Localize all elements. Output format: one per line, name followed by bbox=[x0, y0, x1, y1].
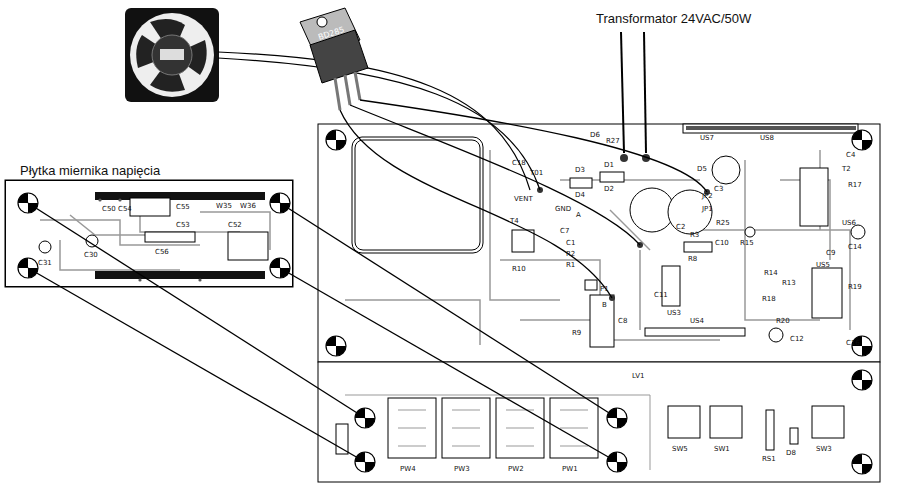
component-label: P1 bbox=[600, 286, 609, 293]
component-label: GND bbox=[555, 206, 571, 213]
component-label: VENT bbox=[514, 196, 533, 203]
component-label: R8 bbox=[688, 256, 697, 263]
component-label: D3 bbox=[575, 167, 585, 174]
component-label: C2 bbox=[676, 224, 685, 231]
component-label: US6 bbox=[842, 220, 856, 227]
component-label: US7 bbox=[700, 135, 714, 142]
component-label: D6 bbox=[590, 132, 600, 139]
transistor-wires bbox=[340, 100, 707, 298]
component-label: RS1 bbox=[762, 456, 776, 463]
component-label: SW5 bbox=[672, 446, 688, 453]
component-label: R15 bbox=[740, 240, 754, 247]
component-label: D2 bbox=[604, 186, 614, 193]
component-label: C54 bbox=[118, 206, 132, 213]
component-label: R13 bbox=[782, 280, 796, 287]
component-label: R20 bbox=[776, 318, 790, 325]
part-marking: BD285 bbox=[317, 26, 345, 42]
transformer-wires bbox=[621, 32, 646, 153]
component-label: PW3 bbox=[454, 466, 470, 473]
component-label: B bbox=[602, 302, 607, 309]
component-label: C55 bbox=[176, 204, 190, 211]
component-label: US5 bbox=[816, 262, 830, 269]
component-label: C4 bbox=[846, 152, 855, 159]
component-label: D8 bbox=[786, 450, 796, 457]
component-label: SW1 bbox=[714, 446, 730, 453]
component-label: SW3 bbox=[816, 446, 832, 453]
component-label: R25 bbox=[716, 220, 730, 227]
component-label: W35 bbox=[216, 203, 232, 210]
component-label: R17 bbox=[848, 182, 862, 189]
part-label: Transformator 24VAC/50W bbox=[596, 12, 751, 25]
component-label: R9 bbox=[572, 330, 581, 337]
component-label: C10 bbox=[715, 240, 729, 247]
component-label: US8 bbox=[760, 135, 774, 142]
component-label: W36 bbox=[240, 203, 256, 210]
component-label: R18 bbox=[762, 296, 776, 303]
component-label: R1 bbox=[566, 262, 575, 269]
voltmeter-board bbox=[5, 180, 293, 287]
component-label: C50 bbox=[102, 206, 116, 213]
mounting-holes bbox=[18, 130, 872, 474]
component-label: JP2 bbox=[702, 193, 713, 200]
fan bbox=[125, 8, 219, 102]
component-label: PW2 bbox=[508, 466, 524, 473]
component-label: C9 bbox=[826, 250, 835, 257]
component-label: A bbox=[576, 212, 581, 219]
component-label: C11 bbox=[654, 292, 668, 299]
component-label: D4 bbox=[575, 192, 585, 199]
component-label: C30 bbox=[84, 252, 98, 259]
component-label: D5 bbox=[697, 166, 707, 173]
component-label: JP1 bbox=[702, 206, 713, 213]
component-label: C52 bbox=[228, 222, 242, 229]
component-label: C56 bbox=[155, 249, 169, 256]
component-label: R14 bbox=[764, 270, 778, 277]
component-label: C53 bbox=[176, 222, 190, 229]
alignment-lines bbox=[28, 203, 617, 462]
component-label: R27 bbox=[606, 138, 620, 145]
component-label: D1 bbox=[604, 162, 614, 169]
component-label: R2 bbox=[566, 251, 575, 258]
component-label: C1 bbox=[566, 240, 575, 247]
component-label: US3 bbox=[667, 310, 681, 317]
component-label: T01 bbox=[530, 170, 543, 177]
component-label: PW4 bbox=[400, 466, 416, 473]
display-board bbox=[318, 362, 880, 482]
component-label: T4 bbox=[510, 218, 519, 225]
component-label: C18 bbox=[512, 160, 526, 167]
component-label: C3 bbox=[714, 186, 723, 193]
component-label: US4 bbox=[690, 318, 704, 325]
circuit-board: Płytka miernika napięcia bbox=[5, 180, 293, 287]
component-label: C16 bbox=[846, 340, 860, 347]
main-board bbox=[318, 124, 880, 362]
component-label: C8 bbox=[618, 318, 627, 325]
component-label: C7 bbox=[560, 228, 569, 235]
component-label: T2 bbox=[842, 166, 851, 173]
component-label: C12 bbox=[790, 336, 804, 343]
component-label: PW1 bbox=[562, 466, 578, 473]
component-label: R3 bbox=[690, 232, 699, 239]
board-title: Płytka miernika napięcia bbox=[20, 163, 160, 178]
component-label: C31 bbox=[38, 260, 52, 267]
component-label: R10 bbox=[512, 266, 526, 273]
component-label: C14 bbox=[848, 244, 862, 251]
transistor bbox=[300, 8, 368, 110]
component-label: LV1 bbox=[632, 373, 644, 380]
component-label: R19 bbox=[848, 284, 862, 291]
